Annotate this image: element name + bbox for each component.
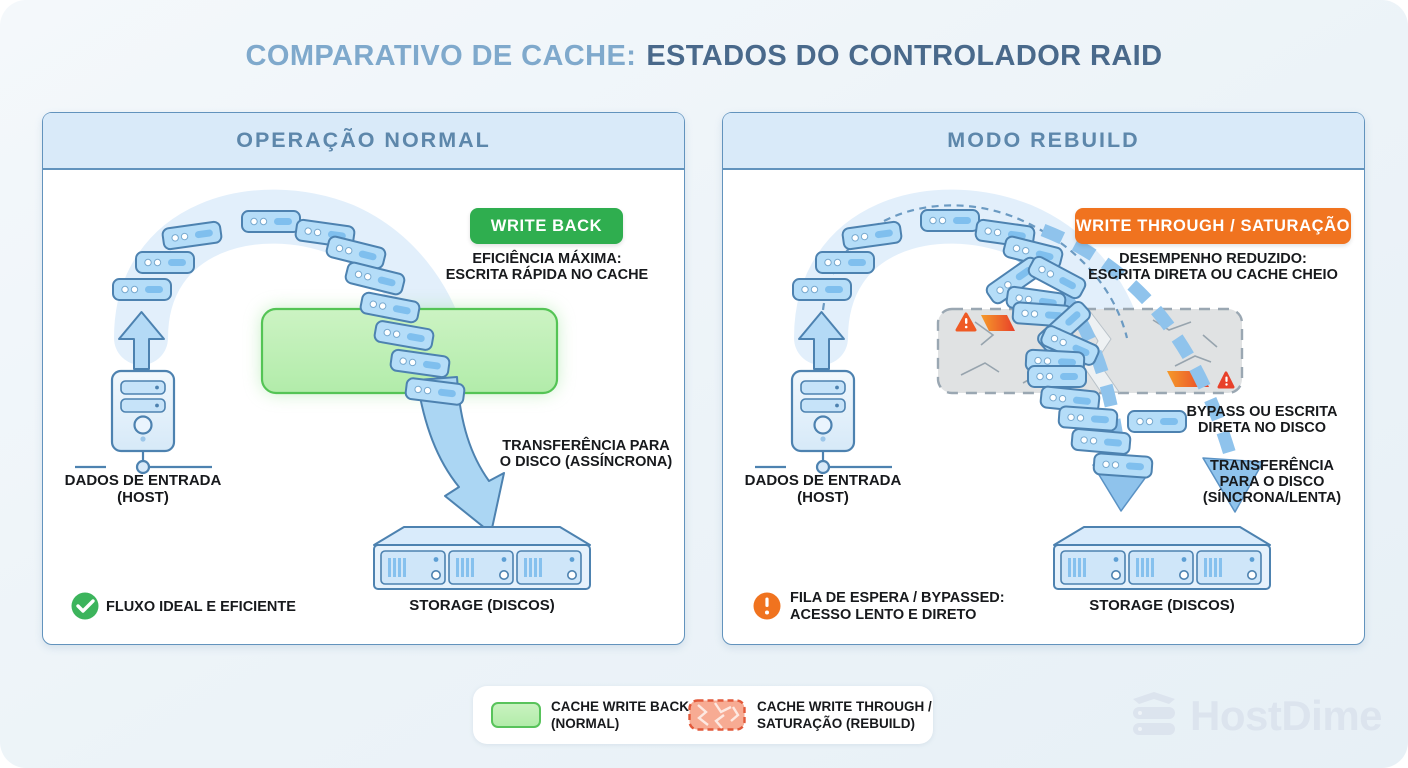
write-back-badge: WRITE BACK bbox=[470, 208, 623, 244]
warning-triangle-icon bbox=[1217, 371, 1235, 389]
storage-label: STORAGE (DISCOS) bbox=[1089, 597, 1235, 614]
panel-normal-operation: OPERAÇÃO NORMAL bbox=[42, 112, 685, 645]
panel-rebuild-mode: MODO REBUILD bbox=[722, 112, 1365, 645]
panel-normal-body: WRITE BACK EFICIÊNCIA MÁXIMA: ESCRITA RÁ… bbox=[43, 170, 682, 644]
host-label: DADOS DE ENTRADA (HOST) bbox=[64, 472, 222, 506]
cache-write-back-swatch bbox=[491, 702, 541, 728]
normal-description: EFICIÊNCIA MÁXIMA: ESCRITA RÁPIDA NO CAC… bbox=[445, 251, 649, 284]
rebuild-status-text: FILA DE ESPERA / BYPASSED: ACESSO LENTO … bbox=[790, 590, 1005, 624]
transfer-label: TRANSFERÊNCIA PARA O DISCO (ASSÍNCRONA) bbox=[499, 438, 673, 471]
cache-saturated-swatch bbox=[688, 699, 746, 731]
storage-label: STORAGE (DISCOS) bbox=[409, 597, 555, 614]
write-through-badge: WRITE THROUGH / SATURAÇÃO bbox=[1075, 208, 1351, 244]
hostdime-logo: HostDime bbox=[1128, 692, 1383, 740]
storage-disk-array-icon bbox=[374, 527, 590, 589]
legend: CACHE WRITE BACK (NORMAL) CACHE WRITE TH… bbox=[473, 686, 933, 744]
host-computer-icon bbox=[753, 369, 894, 475]
title-main: ESTADOS DO CONTROLADOR RAID bbox=[646, 40, 1163, 72]
hostdime-wordmark: HostDime bbox=[1190, 692, 1383, 739]
async-transfer-arrow bbox=[416, 376, 505, 534]
legend-label-write-through: CACHE WRITE THROUGH / SATURAÇÃO (REBUILD… bbox=[757, 699, 932, 732]
storage-disk-array-icon bbox=[1054, 527, 1270, 589]
dashed-trajectory bbox=[821, 204, 1129, 339]
host-computer-icon bbox=[73, 369, 214, 475]
transfer-label: TRANSFERÊNCIA PARA O DISCO (SÍNCRONA/LEN… bbox=[1202, 458, 1342, 507]
warning-bar-icon bbox=[981, 315, 1015, 331]
panel-rebuild-body: WRITE THROUGH / SATURAÇÃO DESEMPENHO RED… bbox=[723, 170, 1362, 644]
host-label: DADOS DE ENTRADA (HOST) bbox=[744, 472, 902, 506]
rebuild-flow-diagram bbox=[753, 189, 1362, 620]
check-circle-icon bbox=[71, 592, 99, 620]
bypass-label: BYPASS OU ESCRITA DIRETA NO DISCO bbox=[1186, 404, 1338, 437]
legend-label-write-back: CACHE WRITE BACK (NORMAL) bbox=[551, 699, 689, 732]
rebuild-description: DESEMPENHO REDUZIDO: ESCRITA DIRETA OU C… bbox=[1088, 251, 1338, 284]
hostdime-server-icon bbox=[1133, 692, 1175, 735]
warning-triangle-icon bbox=[955, 312, 977, 332]
normal-status-text: FLUXO IDEAL E EFICIENTE bbox=[106, 599, 296, 615]
title-prefix: COMPARATIVO DE CACHE: bbox=[245, 40, 637, 72]
panel-rebuild-header: MODO REBUILD bbox=[723, 113, 1364, 170]
normal-flow-diagram bbox=[71, 189, 682, 620]
panel-normal-header: OPERAÇÃO NORMAL bbox=[43, 113, 684, 170]
alert-circle-icon bbox=[753, 592, 781, 620]
page-title: COMPARATIVO DE CACHE: ESTADOS DO CONTROLA… bbox=[0, 40, 1408, 73]
